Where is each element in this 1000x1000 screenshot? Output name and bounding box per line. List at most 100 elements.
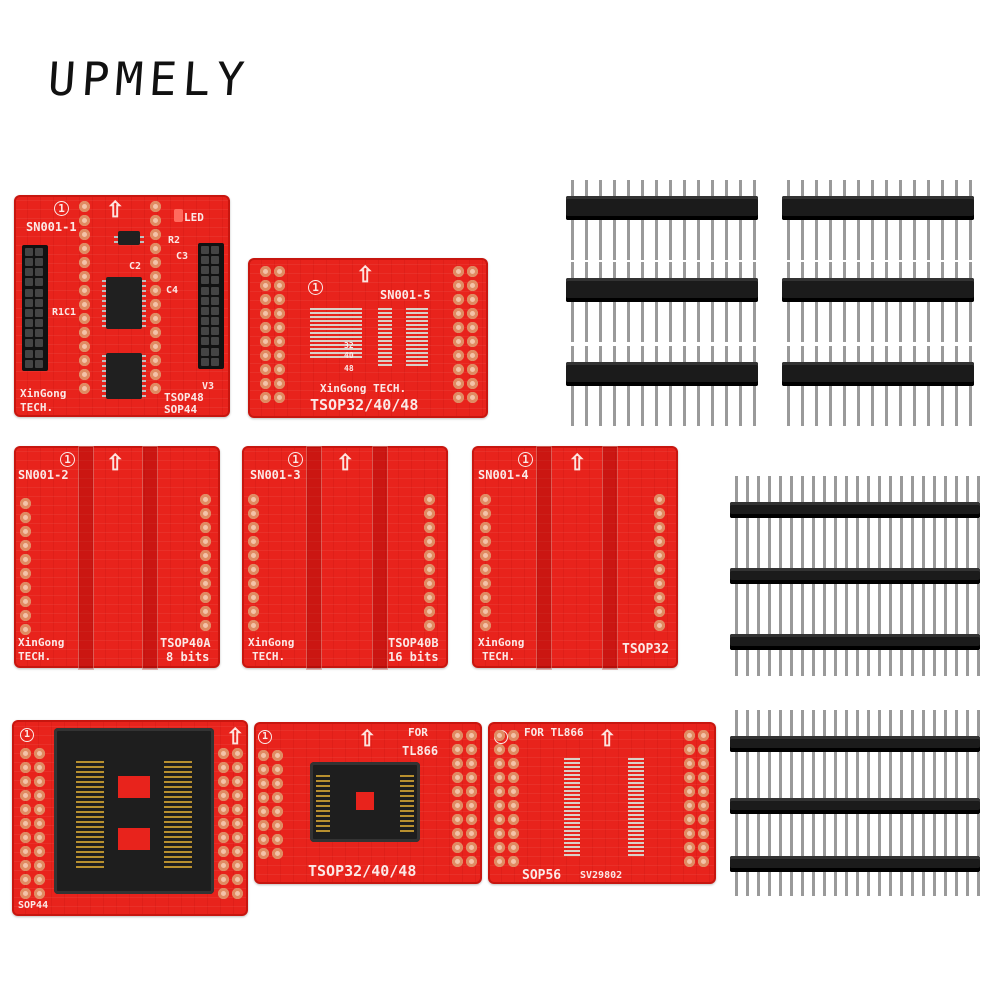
- pin-header-strip: [730, 710, 980, 780]
- pin-header-strip: [730, 772, 980, 842]
- led-label: LED: [184, 211, 204, 224]
- sop-pads: [628, 756, 644, 856]
- pin1-marker: 1: [308, 280, 323, 295]
- width-label-48: 48: [344, 364, 354, 373]
- socket-board-tsop32-40-48: 1 ⇧ FOR TL866 TSOP32/40/48: [254, 722, 482, 884]
- tsop-socket: [310, 762, 420, 842]
- ic-chip: [114, 231, 144, 245]
- maker-label-1: XinGong: [20, 387, 67, 400]
- left-pin-column: [20, 748, 45, 899]
- target-label: FOR TL866: [524, 726, 584, 739]
- tsop-pads: [310, 306, 362, 358]
- r1c1-label: R1C1: [52, 307, 77, 318]
- package-label: SOP44: [18, 900, 49, 911]
- adapter-board-sop56: 1 FOR TL866 ⇧ SOP56 SV29802: [488, 722, 716, 884]
- pin-header-strip: [782, 180, 974, 260]
- orientation-arrow-icon: ⇧: [356, 262, 375, 287]
- package-label-1: TSOP40A: [160, 636, 211, 650]
- orientation-arrow-icon: ⇧: [226, 724, 245, 749]
- pin-strip: [602, 446, 618, 670]
- pin-header-group-top: [560, 180, 980, 430]
- r2-label: R2: [168, 235, 181, 246]
- contact-row: [76, 758, 104, 868]
- maker-label-2: TECH.: [482, 650, 516, 663]
- pin-strip: [306, 446, 322, 670]
- maker-label-2: TECH.: [252, 650, 286, 663]
- for-label: FOR: [408, 726, 428, 739]
- adapter-board-sn001-1: SN001-1 1 ⇧ LED R2 C2 C3 C4 R1C1 V3 XinG…: [14, 195, 230, 417]
- left-pin-column: [79, 201, 90, 394]
- socket-window: [118, 828, 150, 850]
- pin1-marker: 1: [258, 730, 272, 744]
- right-pin-column: [218, 748, 243, 899]
- right-pin-column: [453, 266, 478, 403]
- pin-strip: [372, 446, 388, 670]
- right-pin-column: [684, 730, 709, 867]
- contact-row: [400, 772, 414, 832]
- pin1-marker: 1: [518, 452, 533, 467]
- zif-socket: [54, 728, 214, 894]
- pin-strip: [78, 446, 94, 670]
- pin-header-strip: [566, 180, 758, 260]
- version-label: V3: [202, 381, 215, 392]
- board-label: SN001-3: [250, 468, 301, 482]
- width-label-32: 32: [344, 341, 354, 350]
- left-pin-column: [248, 494, 259, 631]
- pin-strip: [536, 446, 552, 670]
- board-label: SN001-1: [26, 220, 77, 234]
- right-pin-column: [200, 494, 211, 631]
- left-pin-column: [258, 750, 283, 859]
- orientation-arrow-icon: ⇧: [568, 450, 587, 475]
- contact-row: [316, 772, 330, 832]
- adapter-board-sn001-4: SN001-4 1 ⇧ XinGong TECH. TSOP32: [472, 446, 678, 670]
- maker-label-1: XinGong: [18, 636, 65, 649]
- maker-label: XinGong TECH.: [320, 382, 407, 395]
- pin-strip: [142, 446, 158, 670]
- contact-row: [164, 758, 192, 868]
- pin-header-strip: [730, 834, 980, 896]
- pin1-marker: 1: [60, 452, 75, 467]
- pin-header-strip: [730, 542, 980, 612]
- orientation-arrow-icon: ⇧: [598, 726, 617, 751]
- right-pin-header: [198, 243, 224, 369]
- c3-label: C3: [176, 251, 189, 262]
- right-pin-column: [654, 494, 665, 631]
- left-pin-column: [480, 494, 491, 631]
- adapter-board-sn001-2: SN001-2 1 ⇧ XinGong TECH. TSOP40A 8 bits: [14, 446, 220, 670]
- board-label: SN001-2: [18, 468, 69, 482]
- orientation-arrow-icon: ⇧: [106, 197, 125, 222]
- ic-chip: [102, 353, 146, 399]
- package-label: TSOP32/40/48: [308, 862, 417, 880]
- pin1-marker: 1: [20, 728, 34, 742]
- pin-header-strip: [782, 346, 974, 426]
- pin1-marker: 1: [54, 201, 69, 216]
- left-pin-column: [494, 730, 519, 867]
- pin-header-strip: [566, 346, 758, 426]
- tsop-pads: [378, 306, 392, 366]
- tsop-pads: [406, 306, 428, 366]
- left-pin-header: [22, 245, 48, 371]
- socket-window: [356, 792, 374, 810]
- left-pin-column: [260, 266, 285, 403]
- package-label-1: TSOP48: [164, 391, 204, 404]
- pin-header-group-bottom: [730, 476, 982, 896]
- package-label-2: 8 bits: [166, 650, 210, 664]
- package-label-2: SOP44: [164, 403, 198, 416]
- package-label-1: TSOP40B: [388, 636, 439, 650]
- package-label-2: 16 bits: [388, 650, 439, 664]
- sop-pads: [564, 756, 580, 856]
- led: [174, 209, 183, 222]
- pin-header-strip: [730, 608, 980, 678]
- pin1-marker: 1: [288, 452, 303, 467]
- package-label: TSOP32: [622, 642, 669, 657]
- maker-label-1: XinGong: [478, 636, 525, 649]
- ic-chip: [102, 277, 146, 329]
- c4-label: C4: [166, 285, 179, 296]
- socket-board-sop44: 1 ⇧ SOP44: [12, 720, 248, 916]
- width-label-40: 40: [344, 351, 354, 360]
- package-label: SOP56: [522, 868, 562, 883]
- brand-logo: UPMELY: [46, 52, 253, 106]
- package-label: TSOP32/40/48: [310, 396, 419, 414]
- board-label: SN001-5: [380, 288, 431, 302]
- left-pin-column: [20, 498, 31, 635]
